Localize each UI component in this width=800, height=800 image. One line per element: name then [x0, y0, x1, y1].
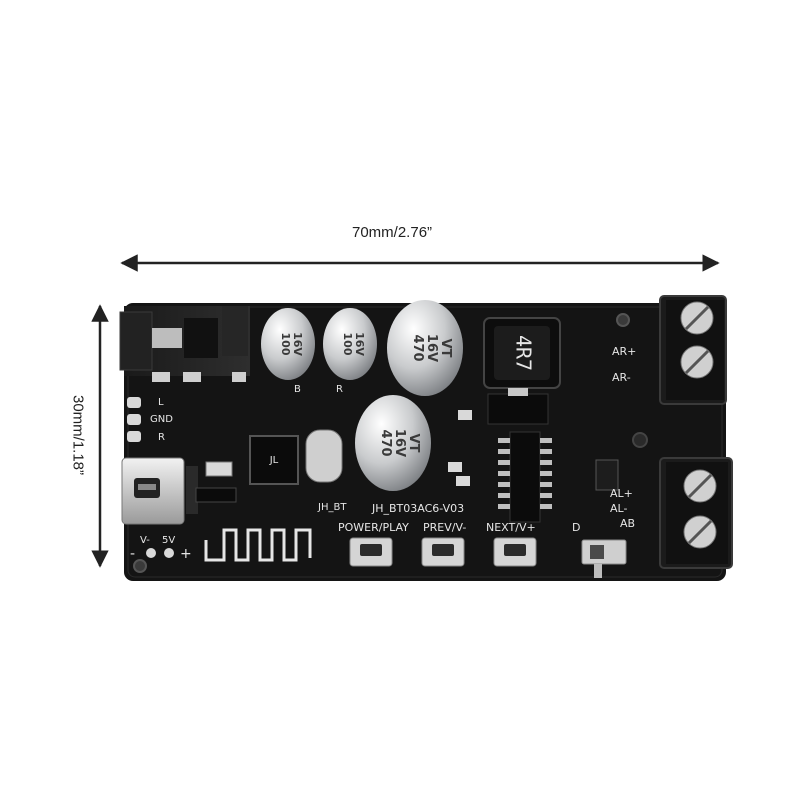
inductor: 4R7 [483, 317, 561, 389]
bluetooth-chip: JL [249, 435, 299, 485]
capacitor-2: 100 16V [323, 308, 377, 380]
terminal-label-ar-plus: AR+ [612, 345, 636, 358]
svg-text:470: 470 [378, 429, 393, 456]
audio-input-pads: L GND R [127, 397, 173, 443]
button-label-next: NEXT/V+ [486, 521, 536, 534]
audio-jack [119, 306, 250, 382]
pin-label-right: R [158, 432, 165, 443]
label-v-minus: V- [140, 535, 150, 546]
slide-switch [581, 539, 627, 578]
crystal-oscillator [305, 429, 343, 483]
svg-text:100: 100 [279, 333, 292, 356]
button-label-prev: PREV/V- [423, 521, 466, 534]
cap-pad-label-b: B [294, 384, 301, 395]
button-prev [421, 537, 465, 567]
terminal-label-ab: AB [620, 517, 635, 530]
amplifier-chip [498, 431, 552, 523]
capacitor-1: 100 16V [261, 308, 315, 380]
bt-module-label: JH_BT [317, 502, 347, 513]
svg-text:VT: VT [438, 339, 453, 358]
svg-text:100: 100 [341, 333, 354, 356]
svg-text:JL: JL [269, 455, 279, 466]
label-plus: + [180, 546, 192, 562]
label-5v: 5V [162, 535, 175, 546]
svg-text:16V: 16V [424, 334, 439, 362]
svg-text:470: 470 [410, 334, 425, 361]
width-dimension-label: 70mm/2.76” [352, 224, 433, 241]
regulator-chip [487, 393, 549, 425]
terminal-label-al-plus: AL+ [610, 487, 633, 500]
label-minus: - [130, 546, 135, 562]
terminal-block-right-channel [659, 295, 727, 405]
pcb-antenna [204, 528, 312, 562]
terminal-label-al-minus: AL- [610, 502, 627, 515]
svg-text:4R7: 4R7 [512, 335, 536, 371]
button-label-power-play: POWER/PLAY [338, 521, 409, 534]
micro-usb-port [121, 457, 198, 525]
terminal-label-ar-minus: AR- [612, 371, 631, 384]
board-model-label: JH_BT03AC6-V03 [371, 502, 464, 515]
terminal-block-left-channel [659, 457, 733, 569]
svg-text:16V: 16V [392, 429, 407, 457]
svg-text:VT: VT [406, 434, 421, 453]
button-power-play [349, 537, 393, 567]
svg-text:16V: 16V [353, 332, 366, 356]
switch-label: D [572, 521, 580, 534]
pin-label-left: L [158, 397, 164, 408]
capacitor-4: 470 16V VT [355, 395, 431, 491]
svg-text:16V: 16V [291, 332, 304, 356]
capacitor-3: 470 16V VT [387, 300, 463, 396]
pin-label-gnd: GND [150, 414, 173, 425]
cap-pad-label-r: R [336, 384, 343, 395]
button-next [493, 537, 537, 567]
